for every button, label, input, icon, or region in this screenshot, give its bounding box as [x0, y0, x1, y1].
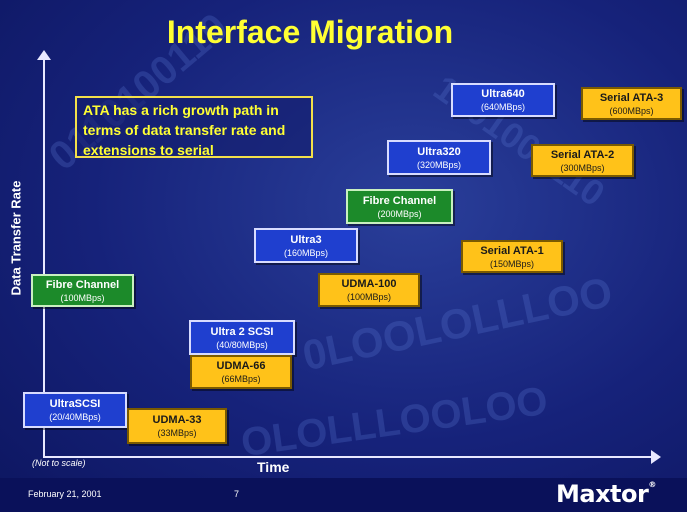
y-axis-line: [43, 58, 45, 458]
interface-name: UDMA-33: [152, 414, 202, 426]
interface-speed: (33MBps): [157, 428, 197, 438]
interface-name: Ultra 2 SCSI: [210, 325, 274, 338]
interface-box-udma-100: UDMA-100 (100MBps): [318, 273, 420, 307]
x-axis-line: [43, 456, 653, 458]
logo-text: Maxtor: [556, 480, 649, 508]
interface-name: Fibre Channel: [362, 194, 437, 207]
callout-box: ATA has a rich growth path in terms of d…: [75, 96, 313, 158]
interface-box-ultrascsi: UltraSCSI (20/40MBps): [23, 392, 127, 428]
interface-speed: (300MBps): [560, 162, 605, 173]
interface-speed: (320MBps): [416, 159, 461, 170]
interface-box-serial-ata-3: Serial ATA-3 (600MBps): [581, 87, 682, 120]
interface-speed: (20/40MBps): [49, 412, 101, 422]
interface-box-ultra3: Ultra3 (160MBps): [254, 228, 358, 263]
interface-name: Serial ATA-3: [599, 91, 664, 104]
interface-speed: (66MBps): [221, 374, 261, 384]
x-axis-label: Time: [257, 459, 290, 475]
interface-box-ultra-2-scsi: Ultra 2 SCSI (40/80MBps): [189, 320, 295, 355]
interface-name: UltraSCSI: [49, 398, 101, 410]
interface-name: Ultra320: [417, 145, 461, 158]
interface-speed: (640MBps): [480, 102, 525, 112]
interface-name: Serial ATA-1: [480, 244, 544, 257]
interface-box-serial-ata-2: Serial ATA-2 (300MBps): [531, 144, 634, 177]
footer-bar: [0, 478, 687, 512]
interface-speed: (100MBps): [60, 292, 105, 303]
interface-speed: (160MBps): [283, 247, 328, 258]
interface-box-ultra640: Ultra640 (640MBps): [451, 83, 555, 117]
interface-speed: (200MBps): [377, 208, 422, 219]
slide-title: Interface Migration: [166, 14, 454, 50]
page-number: 7: [234, 489, 240, 499]
interface-name: Ultra3: [290, 233, 322, 246]
interface-name: Ultra640: [481, 88, 525, 100]
interface-speed: (600MBps): [609, 105, 654, 116]
interface-name: UDMA-100: [341, 278, 397, 290]
interface-speed: (40/80MBps): [216, 339, 268, 350]
interface-name: Serial ATA-2: [550, 148, 615, 161]
y-axis-arrow-icon: [37, 50, 51, 60]
interface-box-ultra320: Ultra320 (320MBps): [387, 140, 491, 175]
x-axis-arrow-icon: [651, 450, 661, 464]
interface-name: Fibre Channel: [45, 278, 120, 291]
interface-box-udma-33: UDMA-33 (33MBps): [127, 408, 227, 444]
scale-note: (Not to scale): [32, 458, 86, 468]
callout-text: ATA has a rich growth path in terms of d…: [83, 102, 286, 158]
interface-box-fibre-channel-100: Fibre Channel (100MBps): [31, 274, 134, 307]
interface-speed: (100MBps): [346, 292, 391, 302]
maxtor-logo: Maxtor®: [556, 480, 656, 508]
interface-box-fibre-channel-200: Fibre Channel (200MBps): [346, 189, 453, 224]
interface-box-serial-ata-1: Serial ATA-1 (150MBps): [461, 240, 563, 273]
footer-date: February 21, 2001: [28, 489, 102, 499]
interface-speed: (150MBps): [489, 258, 534, 269]
interface-box-udma-66: UDMA-66 (66MBps): [190, 355, 292, 389]
background-binary-digits: OLOLLLOOLOO: [238, 378, 551, 466]
interface-name: UDMA-66: [216, 360, 266, 372]
registered-mark-icon: ®: [648, 480, 656, 489]
y-axis-label: Data Transfer Rate: [8, 180, 24, 296]
